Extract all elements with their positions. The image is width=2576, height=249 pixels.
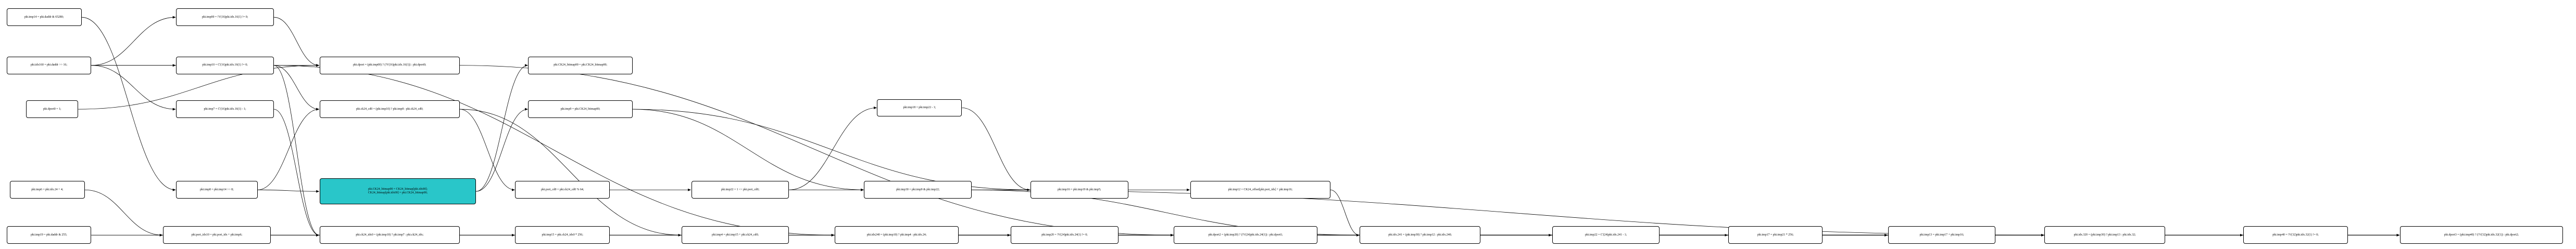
graph-edge [1330,189,1360,237]
graph-node-label: pkt.port_idx10 = pkt.port_idx + pkt.tmp6… [191,233,243,237]
graph-node-tmp19: pkt.tmp19 = pkt.daddr & 255; [6,226,92,244]
graph-edge [273,109,320,237]
graph-node-tmp17: pkt.tmp17 = pkt.tmp21 * 256; [1728,226,1823,244]
graph-node-tmp14: pkt.tmp14 = pkt.daddr & 65280; [6,8,82,27]
graph-node-label: pkt.ck24_cd0 = (pkt.tmp10) ? pkt.tmp8 : … [356,107,423,111]
graph-node-dport2: pkt.dport2 = (pkt.tmp20) ? (!V(24)pkt.id… [1174,226,1317,244]
graph-node-label: pkt.tmp7 = C'(16)pkt.idx.16(1) - 1; [204,107,246,111]
graph-node-hl: pkt.CK24_bitmap00 = CK24_bitmap[pkt.idx0… [319,178,476,205]
graph-node-label: pkt.idx.241 = (pkt.tmp30) ? pkt.tmp12 : … [1388,233,1452,237]
graph-node-dport3: pkt.dport3 = (pkt.tmp40) ? (!V(32)pkt.id… [2399,226,2563,244]
graph-edge [632,109,1031,191]
graph-edge [459,109,515,191]
graph-node-label: pkt.tmp00 = !V(16)pkt.idx.16(1) != 0; [202,15,248,19]
graph-edge [257,189,320,193]
graph-node-portidx: pkt.port_idx10 = pkt.port_idx + pkt.tmp6… [163,226,271,244]
graph-node-label: pkt.tmp15 = pkt.ck24_idx0 * 256; [542,233,583,237]
graph-node-tmp2: pkt.tmp22 = C'(24)pkt.idx.241 - 1; [1552,226,1660,244]
graph-node-label: pkt.tmp18 = pkt.tmp22 - 1; [903,106,936,109]
graph-edge [274,17,320,67]
graph-node-tmp18: pkt.tmp18 = pkt.tmp22 - 1; [877,99,962,117]
graph-node-tmp9: pkt.tmp9 = pkt.CK24_bitmap00; [528,100,633,118]
graph-edge [273,65,320,237]
graph-node-label: pkt.idx240 = (pkt.tmp10) ? pkt.tmp4 : pk… [866,233,927,237]
graph-node-idx320: pkt.idx.320 = (pkt.tmp30) ? pkt.tmp13 : … [2044,226,2165,244]
graph-node-label: pkt.idx.320 = (pkt.tmp30) ? pkt.tmp13 : … [2074,233,2136,237]
graph-node-label: pkt.tmp20 = !V(24)pkt.idx.24(1) != 0; [1041,233,1088,237]
graph-node-label: pkt.dport3 = (pkt.tmp40) ? (!V(32)pkt.id… [2444,233,2519,237]
graph-node-tmp15: pkt.tmp15 = pkt.ck24_idx0 * 256; [515,226,610,244]
graph-edge [789,106,877,190]
graph-node-dport: pkt.dport = (pkt.tmp00) ? (!V(16)pkt.idx… [319,56,460,74]
graph-node-label: pkt.dport = (pkt.tmp00) ? (!V(16)pkt.idx… [353,63,426,67]
graph-node-tmp13: pkt.tmp13 = pkt.tmp17 + pkt.tmp16; [1888,226,1996,244]
graph-node-label: pkt.tmp40 = !V(32)pkt.idx.32(1) != 0; [2272,233,2319,237]
graph-node-label: pkt.tmp10 = C'(16)pkt.idx.16(1) != 0; [202,63,248,67]
graph-node-ck24bitmap0: pkt.CK24_bitmap00 = pkt.CK24_bitmap00; [528,56,633,74]
graph-node-label: pkt.dport2 = (pkt.tmp20) ? (!V(24)pkt.id… [1208,233,1283,237]
graph-node-label: pkt.tmp13 = pkt.tmp17 + pkt.tmp16; [1919,233,1964,237]
graph-node-label: pkt.tmp8 = pkt.tmp14 >> 8; [200,188,234,191]
graph-node-label: pkt.tmp4 = pkt.tmp15 + pkt.ck24_cd0; [712,233,759,237]
graph-node-tmp4: pkt.tmp4 = pkt.tmp15 + pkt.ck24_cd0; [681,226,789,244]
graph-node-label: pkt.tmp19 = pkt.daddr & 255; [31,233,67,237]
graph-edge [476,64,528,192]
graph-node-label: pkt.ck24_idx0 = (pkt.tmp10) ? pkt.tmp7 :… [356,233,424,237]
graph-edge [972,189,2044,237]
graph-edge [962,107,1031,191]
graph-node-label: pkt.tmp12 = CK24_offset[pkt.port_idx] + … [1228,188,1293,191]
graph-node-label: pkt.tmp22 = 1 << pkt.port_cd0; [721,188,760,191]
graph-node-label: pkt.tmp17 = pkt.tmp21 * 256; [1757,233,1794,237]
graph-node-idx160: pkt.idx160 = pkt.daddr >> 16; [6,56,92,74]
graph-edge [257,108,320,190]
graph-edge [459,65,1174,237]
graph-edge [81,17,176,191]
graph-node-label-line: pkt.CK24_bitmap00 = CK24_bitmap[pkt.idx0… [368,188,428,191]
graph-node-label: pkt.dport0 = 1; [43,107,61,111]
graph-node-tmp22: pkt.tmp22 = 1 << pkt.port_cd0; [691,181,789,199]
graph-node-label: pkt.idx160 = pkt.daddr >> 16; [30,63,67,67]
graph-node-idx2: pkt.ck24_idx0 = (pkt.tmp10) ? pkt.tmp7 :… [319,226,460,244]
graph-node-tmp20: pkt.tmp20 = !V(24)pkt.idx.24(1) != 0; [1011,226,1119,244]
graph-node-tmp8: pkt.tmp8 = pkt.tmp14 >> 8; [176,181,258,199]
graph-node-tmp12: pkt.tmp12 = CK24_offset[pkt.port_idx] + … [1190,181,1330,199]
graph-node-idx240: pkt.idx240 = (pkt.tmp10) ? pkt.tmp4 : pk… [835,226,959,244]
graph-node-label: pkt.tmp14 = pkt.daddr & 65280; [24,15,64,19]
graph-node-tmp40: pkt.tmp40 = !V(32)pkt.idx.32(1) != 0; [2243,226,2348,244]
graph-node-tmp00: pkt.tmp00 = !V(16)pkt.idx.16(1) != 0; [176,8,274,27]
graph-node-tmp10: pkt.tmp10 = C'(16)pkt.idx.16(1) != 0; [176,56,274,74]
graph-node-label: pkt.port_cd0 = pkt.ck24_cd0 % 64; [541,188,584,191]
graph-node-cd8: pkt.port_cd0 = pkt.ck24_cd0 % 64; [515,181,610,199]
graph-node-label: pkt.tmp6 = pkt.idx.24 + 4; [31,188,64,191]
graph-edge [84,189,163,237]
graph-node-label: pkt.tmp9 = pkt.CK24_bitmap00; [560,107,600,111]
graph-node-ck24cd: pkt.ck24_cd0 = (pkt.tmp10) ? pkt.tmp8 : … [319,100,460,118]
graph-node-idx241: pkt.idx.241 = (pkt.tmp30) ? pkt.tmp12 : … [1360,226,1480,244]
graph-node-tmp30: pkt.tmp30 = pkt.tmp9 & pkt.tmp22; [864,181,972,199]
graph-node-label-line: CK24_bitmap[pkt.idx00] = pkt.CK24_bitmap… [368,191,428,195]
graph-node-label: pkt.tmp16 = pkt.tmp19 & pkt.tmp5; [1058,188,1101,191]
graph-edge [632,109,864,191]
graph-node-tmp16: pkt.tmp16 = pkt.tmp19 & pkt.tmp5; [1030,181,1128,199]
graph-edge [274,65,835,237]
graph-edge [91,65,176,111]
graph-edge [78,64,320,110]
graph-node-label: pkt.CK24_bitmap00 = pkt.CK24_bitmap00; [554,63,608,67]
graph-node-dport0: pkt.dport0 = 1; [26,100,79,118]
graph-node-label: pkt.tmp30 = pkt.tmp9 & pkt.tmp22; [896,188,940,191]
graph-edge [459,109,682,237]
graph-node-tmp6: pkt.tmp6 = pkt.idx.24 + 4; [9,181,85,199]
graph-edge [91,16,176,66]
graph-node-label: pkt.tmp22 = C'(24)pkt.idx.241 - 1; [1585,233,1627,237]
graph-node-tmp7: pkt.tmp7 = C'(16)pkt.idx.16(1) - 1; [176,100,274,118]
graph-edge [274,65,320,111]
graph-edge [476,108,528,192]
